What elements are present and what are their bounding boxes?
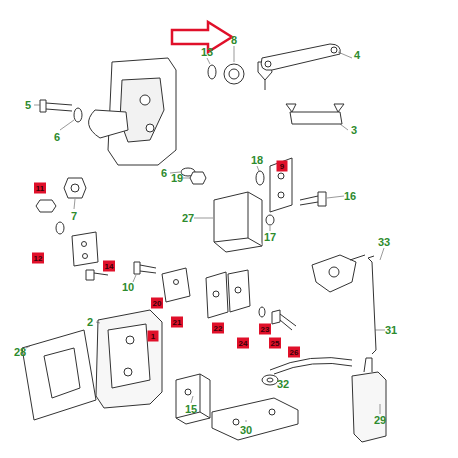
callout-box: 1 (148, 331, 159, 342)
callout-number: 6 (161, 168, 167, 179)
callout-number: 9 (280, 162, 284, 170)
callout-number: 30 (240, 425, 252, 436)
callout-number: 21 (173, 318, 182, 326)
callout-box: 14 (103, 261, 115, 272)
callout-box: 11 (34, 183, 46, 194)
callout-number: 33 (378, 237, 390, 248)
callout-box: 26 (288, 347, 300, 358)
callout-number: 11 (36, 184, 44, 192)
callout-number: 15 (185, 404, 197, 415)
callout-box: 25 (269, 338, 281, 349)
callout-number: 16 (344, 191, 356, 202)
callout-number: 32 (277, 379, 289, 390)
callout-number: 27 (182, 213, 194, 224)
callout-box: 12 (32, 253, 44, 264)
callout-number: 29 (374, 415, 386, 426)
callout-number: 8 (231, 35, 237, 46)
callout-number: 19 (171, 173, 183, 184)
callout-number: 31 (385, 325, 397, 336)
callout-number: 23 (261, 325, 270, 333)
callout-number: 7 (71, 211, 77, 222)
callout-number: 12 (34, 254, 43, 262)
callout-box: 21 (171, 317, 183, 328)
callout-number: 2 (87, 317, 93, 328)
callout-box: 22 (212, 323, 224, 334)
callout-box: 24 (237, 338, 249, 349)
callout-box: 20 (151, 298, 163, 309)
callout-number: 10 (122, 282, 134, 293)
callout-number: 6 (54, 132, 60, 143)
callout-number: 22 (214, 324, 223, 332)
callout-number: 14 (105, 262, 114, 270)
callout-number: 13 (201, 47, 213, 58)
callout-number: 20 (153, 299, 162, 307)
callout-box: 9 (277, 161, 288, 172)
callout-box: 23 (259, 324, 271, 335)
callout-number: 26 (290, 348, 299, 356)
callout-number: 17 (264, 232, 276, 243)
callout-number: 18 (251, 155, 263, 166)
callout-number: 3 (351, 125, 357, 136)
callout-number: 25 (271, 339, 280, 347)
callout-number: 4 (354, 50, 360, 61)
callout-number: 28 (14, 347, 26, 358)
callout-number: 1 (151, 332, 155, 340)
callout-number: 24 (239, 339, 248, 347)
callout-number: 5 (25, 100, 31, 111)
